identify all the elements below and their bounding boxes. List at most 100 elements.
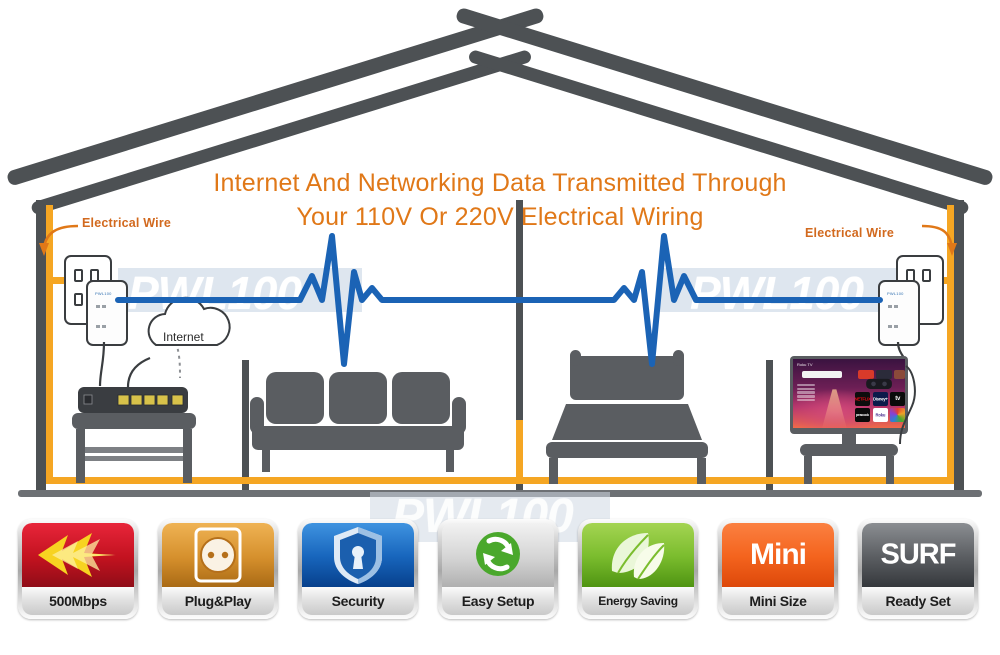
internet-cloud-label: Internet bbox=[163, 330, 204, 344]
shield-lock-icon bbox=[334, 527, 382, 584]
bed-base bbox=[546, 442, 708, 458]
badge-security[interactable]: Security bbox=[298, 519, 418, 619]
sofa-arm-right bbox=[452, 397, 466, 434]
arrow-speed-icon bbox=[38, 533, 116, 577]
sofa-leg-left bbox=[262, 450, 270, 472]
electrical-wire-left-outlet-stub bbox=[46, 277, 72, 284]
tv-stand-neck bbox=[842, 434, 856, 444]
badge-surf-art-text: SURF bbox=[880, 538, 957, 571]
tv-app-disney-label: Disney+ bbox=[872, 396, 888, 402]
badge-security-caption: Security bbox=[302, 587, 414, 615]
wall-left bbox=[36, 200, 46, 496]
tv-app-roku-channel[interactable]: Roku bbox=[872, 407, 889, 422]
tv-app-peacock[interactable]: peacock bbox=[854, 407, 871, 422]
tv-app-peacock-label: peacock bbox=[855, 412, 869, 417]
tv-banner-2[interactable] bbox=[875, 370, 892, 379]
wall-divider-tvroom bbox=[766, 360, 773, 496]
adapter-leds-left bbox=[96, 295, 108, 335]
tv-app-appletv-label: tv bbox=[895, 396, 901, 402]
table-top bbox=[72, 413, 196, 429]
adapter-leds-right bbox=[888, 295, 900, 335]
badge-speed-art bbox=[22, 523, 134, 587]
wall-divider-left bbox=[242, 360, 249, 496]
watermark-right: PWL100 bbox=[690, 267, 864, 319]
badge-mini-size-art: Mini bbox=[722, 523, 834, 587]
wall-right bbox=[954, 200, 964, 496]
sofa-seat bbox=[252, 426, 464, 450]
badge-security-art bbox=[302, 523, 414, 587]
tv-app-netflix[interactable]: NETFLIX bbox=[854, 392, 871, 406]
tv-app-disney[interactable]: Disney+ bbox=[872, 392, 889, 406]
bed-post-left bbox=[570, 350, 581, 366]
badge-speed[interactable]: 500Mbps bbox=[18, 519, 138, 619]
electrical-wire-label-right: Electrical Wire bbox=[805, 226, 895, 240]
bed-headboard bbox=[570, 356, 684, 400]
tv-app-netflix-label: NETFLIX bbox=[854, 396, 871, 402]
badge-surf-caption: Ready Set bbox=[862, 587, 974, 615]
bed-leg-right bbox=[697, 458, 706, 484]
tv-vr-headset-icon bbox=[866, 378, 893, 389]
sofa-arm-left bbox=[250, 397, 264, 434]
headline-line-2: Your 110V Or 220V Electrical Wiring bbox=[296, 203, 704, 231]
powerline-adapter-left[interactable]: PWL100 bbox=[86, 280, 128, 346]
leaf-icon bbox=[611, 533, 665, 580]
watermark-band-right bbox=[660, 268, 904, 312]
sofa-cushion-1 bbox=[266, 372, 324, 424]
badge-speed-caption: 500Mbps bbox=[22, 587, 134, 615]
electrical-wire-floor bbox=[46, 477, 954, 484]
outlet-hole-bottom bbox=[74, 293, 83, 306]
badge-energy-saving-art bbox=[582, 523, 694, 587]
bed-leg-left bbox=[549, 458, 558, 484]
electrical-wire-right-vertical bbox=[947, 205, 954, 483]
badge-mini-size-caption: Mini Size bbox=[722, 587, 834, 615]
page-title: Internet And Networking Data Transmitted… bbox=[0, 166, 1000, 234]
table-shelf bbox=[85, 447, 183, 453]
tv-search-bar[interactable] bbox=[801, 370, 843, 379]
feature-badge-row: 500Mbps Plug&Play bbox=[0, 519, 1000, 627]
wall-divider-right bbox=[516, 200, 523, 496]
tv-app-color-wheel[interactable] bbox=[890, 407, 905, 422]
electrical-wire-left-vertical bbox=[46, 205, 53, 483]
powerline-adapter-right[interactable]: PWL100 bbox=[878, 280, 920, 346]
table-leg-right bbox=[183, 429, 192, 483]
power-socket-icon bbox=[194, 527, 242, 583]
table-shelf-2 bbox=[85, 456, 183, 461]
tv-app-roku-channel-label: Roku bbox=[875, 412, 886, 418]
badge-easy-setup[interactable]: Easy Setup bbox=[438, 519, 558, 619]
refresh-arrows-icon bbox=[476, 532, 520, 576]
tv-topbar-label: Roku TV bbox=[797, 362, 813, 367]
tv-stand-base bbox=[800, 444, 898, 456]
badge-mini-size-art-text: Mini bbox=[750, 538, 807, 571]
sofa-cushion-2 bbox=[329, 372, 387, 424]
headline-line-1: Internet And Networking Data Transmitted… bbox=[213, 169, 787, 197]
outlet-hole-top-right-r bbox=[922, 269, 931, 282]
badge-energy-saving[interactable]: Energy Saving bbox=[578, 519, 698, 619]
electrical-wire-label-left: Electrical Wire bbox=[82, 216, 172, 230]
tv-cabinet-leg-right bbox=[886, 456, 894, 484]
tv-app-appletv[interactable]: tv bbox=[890, 392, 905, 406]
badge-energy-saving-caption: Energy Saving bbox=[582, 587, 694, 615]
tv-screen[interactable]: Roku TV NETFLIX Disney+ tv peacock Roku bbox=[793, 359, 905, 428]
badge-surf[interactable]: SURF Ready Set bbox=[858, 519, 978, 619]
sofa-leg-right bbox=[446, 450, 454, 472]
badge-plug-play-art bbox=[162, 523, 274, 587]
tv-banner-1[interactable] bbox=[857, 370, 874, 379]
badge-easy-setup-caption: Easy Setup bbox=[442, 587, 554, 615]
tv-banner-3[interactable] bbox=[893, 370, 905, 379]
badge-plug-play[interactable]: Plug&Play bbox=[158, 519, 278, 619]
adapter-brand-right: PWL100 bbox=[887, 291, 904, 296]
sofa-cushion-3 bbox=[392, 372, 450, 424]
outlet-hole-top-left bbox=[74, 269, 83, 282]
badge-easy-setup-art bbox=[442, 523, 554, 587]
adapter-brand-left: PWL100 bbox=[95, 291, 112, 296]
badge-mini-size[interactable]: Mini Mini Size bbox=[718, 519, 838, 619]
bed-post-right bbox=[673, 350, 684, 366]
electrical-wire-center-drop bbox=[516, 420, 523, 480]
tv-side-menu[interactable] bbox=[797, 383, 816, 416]
